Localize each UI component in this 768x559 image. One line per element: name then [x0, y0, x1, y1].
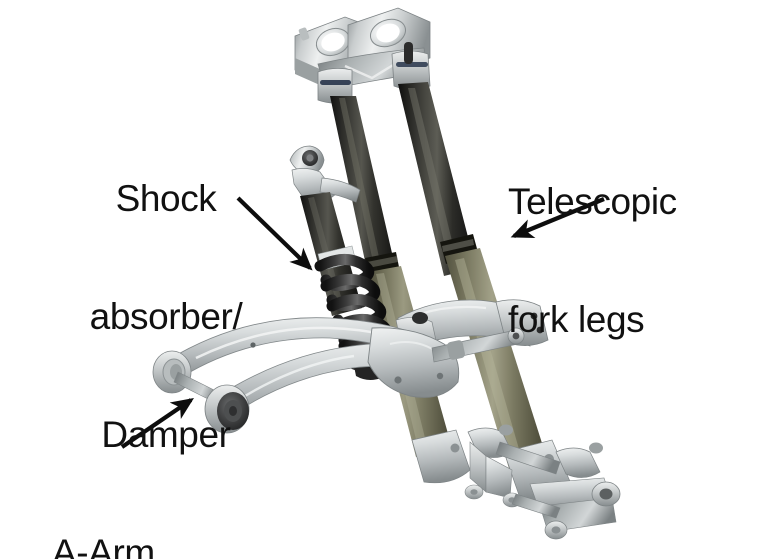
- label-shock-line2: absorber/: [89, 296, 243, 338]
- label-aarm-line1: A-Arm: [52, 532, 155, 559]
- label-fork-line1: Telescopic: [508, 181, 677, 223]
- tie-rod: [431, 327, 525, 363]
- label-a-arm: A-Arm: [52, 455, 252, 559]
- label-shock-line3: Damper: [101, 413, 231, 455]
- axle-bracket-right: [495, 441, 621, 540]
- a-arm-pivot-bushing-lower: [204, 384, 250, 434]
- label-shock-absorber: Shock absorber/ Damper: [56, 101, 276, 532]
- label-telescopic-fork-legs: Telescopic fork legs: [508, 104, 758, 418]
- label-shock-line1: Shock: [115, 178, 217, 220]
- a-arm-wishbone: [152, 317, 460, 434]
- label-fork-line2: fork legs: [508, 299, 645, 341]
